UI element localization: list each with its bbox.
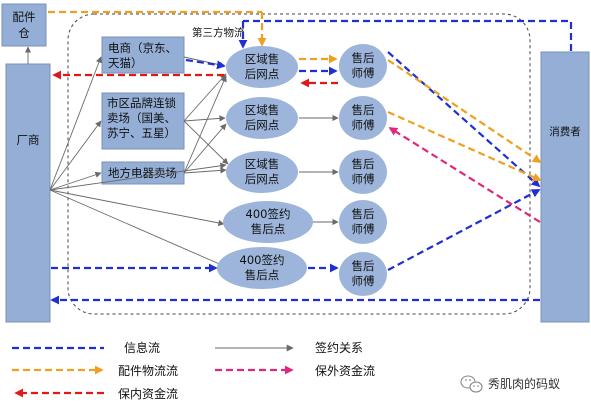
watermark-text: 秀肌肉的码蚁: [488, 376, 560, 391]
svg-text:区域售: 区域售: [245, 52, 280, 66]
technician-4-line-1: 售后: [352, 207, 375, 221]
consumer-box: 消费者: [540, 51, 590, 323]
local-store-box: 地方电器卖场: [101, 161, 185, 185]
svg-text:售后: 售后: [352, 207, 375, 221]
legend-signing: 签约关系: [215, 340, 363, 355]
technician-5: 售后 师傅: [339, 252, 387, 296]
hotline-outlet-2-line-2: 售后点: [245, 268, 280, 282]
technician-2: 售后 师傅: [339, 96, 387, 140]
svg-text:区域售: 区域售: [245, 157, 280, 171]
consumer-label: 消费者: [549, 125, 581, 138]
external-fund-lines: [388, 127, 541, 223]
regional-outlet-1-line-2: 后网点: [245, 67, 280, 81]
warehouse-line-1: 配件: [13, 10, 36, 24]
warehouse-box: 配件 仓: [1, 3, 47, 47]
internal-fund-lines: [52, 70, 338, 88]
svg-text:市区品牌连锁: 市区品牌连锁: [107, 96, 176, 110]
manufacturer-label: 厂商: [17, 133, 40, 147]
svg-text:电商（京东、: 电商（京东、: [108, 41, 177, 55]
svg-text:400签约: 400签约: [240, 253, 285, 267]
legend-external-fund-label: 保外资金流: [315, 363, 375, 378]
legend-internal-fund-label: 保内资金流: [118, 386, 178, 401]
technician-2-line-1: 售后: [352, 103, 375, 117]
svg-text:仓: 仓: [18, 26, 30, 40]
legend-internal-fund: 保内资金流: [14, 386, 178, 401]
legend: 信息流 签约关系 配件物流流 保外资金流 保内资金流: [12, 340, 375, 401]
local-store-label: 地方电器卖场: [108, 166, 177, 180]
ecommerce-box: 电商（京东、 天猫）: [101, 36, 185, 74]
svg-text:天猫）: 天猫）: [108, 56, 143, 70]
regional-outlet-2-line-1: 区域售: [245, 103, 280, 117]
regional-outlet-2: 区域售 后网点: [226, 97, 298, 139]
legend-parts-flow-label: 配件物流流: [118, 364, 178, 378]
regional-outlet-1-line-1: 区域售: [245, 52, 280, 66]
regional-outlet-3-line-2: 后网点: [245, 172, 280, 186]
technician-3-line-1: 售后: [352, 157, 375, 171]
svg-text:售后: 售后: [352, 51, 375, 65]
svg-text:卖场（国美、: 卖场（国美、: [107, 111, 176, 125]
legend-info-flow: 信息流: [12, 340, 160, 355]
svg-text:售后: 售后: [352, 259, 375, 273]
legend-info-flow-label: 信息流: [124, 340, 160, 355]
svg-text:后网点: 后网点: [245, 172, 280, 186]
chain-store-box: 市区品牌连锁 卖场（国美、 苏宁、五星）: [101, 92, 185, 150]
svg-text:师傅: 师傅: [352, 274, 375, 288]
warehouse-line-2: 仓: [18, 26, 30, 40]
svg-text:后网点: 后网点: [245, 118, 280, 132]
warehouse-label: 配件: [13, 10, 36, 24]
regional-outlet-2-line-2: 后网点: [245, 118, 280, 132]
svg-text:区域售: 区域售: [245, 103, 280, 117]
svg-text:售后: 售后: [352, 157, 375, 171]
svg-text:苏宁、五星）: 苏宁、五星）: [107, 126, 176, 140]
svg-text:售后点: 售后点: [251, 222, 286, 236]
manufacturer-box: 厂商: [5, 63, 51, 323]
svg-text:售后点: 售后点: [245, 268, 280, 282]
legend-external-fund: 保外资金流: [215, 363, 375, 378]
legend-signing-label: 签约关系: [315, 340, 363, 355]
technician-5-line-1: 售后: [352, 259, 375, 273]
hotline-outlet-2-line-1: 400签约: [240, 253, 285, 267]
hotline-outlet-2: 400签约 售后点: [217, 247, 307, 289]
system-boundary: [67, 13, 531, 315]
svg-text:师傅: 师傅: [352, 222, 375, 236]
hotline-outlet-1-line-1: 400签约: [246, 207, 291, 221]
svg-text:后网点: 后网点: [245, 67, 280, 81]
svg-text:师傅: 师傅: [352, 118, 375, 132]
svg-text:师傅: 师傅: [352, 66, 375, 80]
third-party-logistics-label: 第三方物流: [192, 26, 245, 39]
regional-outlet-3: 区域售 后网点: [226, 151, 298, 193]
ecommerce-line-1: 电商（京东、: [108, 41, 177, 55]
legend-parts-flow: 配件物流流: [12, 364, 178, 378]
regional-outlet-1: 区域售 后网点: [226, 46, 298, 88]
technician-4: 售后 师傅: [339, 200, 387, 244]
technician-3: 售后 师傅: [339, 150, 387, 194]
svg-text:师傅: 师傅: [352, 172, 375, 186]
hotline-outlet-1-line-2: 售后点: [251, 222, 286, 236]
svg-text:400签约: 400签约: [246, 207, 291, 221]
watermark: 秀肌肉的码蚁: [460, 375, 560, 393]
technician-5-line-2: 师傅: [352, 274, 375, 288]
wechat-icon: [460, 375, 483, 393]
chain-store-line-2: 卖场（国美、: [107, 111, 176, 125]
chain-store-line-1: 市区品牌连锁: [107, 96, 176, 110]
regional-outlet-3-line-1: 区域售: [245, 157, 280, 171]
svg-text:售后: 售后: [352, 103, 375, 117]
info-flow-lines: [50, 19, 573, 305]
technician-1-line-2: 师傅: [352, 66, 375, 80]
signing-lines: [24, 46, 339, 267]
technician-2-line-2: 师傅: [352, 118, 375, 132]
hotline-outlet-1: 400签约 售后点: [223, 201, 313, 243]
technician-1-line-1: 售后: [352, 51, 375, 65]
technician-1: 售后 师傅: [339, 44, 387, 88]
technician-3-line-2: 师傅: [352, 172, 375, 186]
chain-store-line-3: 苏宁、五星）: [107, 126, 176, 140]
technician-4-line-2: 师傅: [352, 222, 375, 236]
parts-flow-lines: [48, 10, 542, 182]
ecommerce-line-2: 天猫）: [108, 56, 143, 70]
